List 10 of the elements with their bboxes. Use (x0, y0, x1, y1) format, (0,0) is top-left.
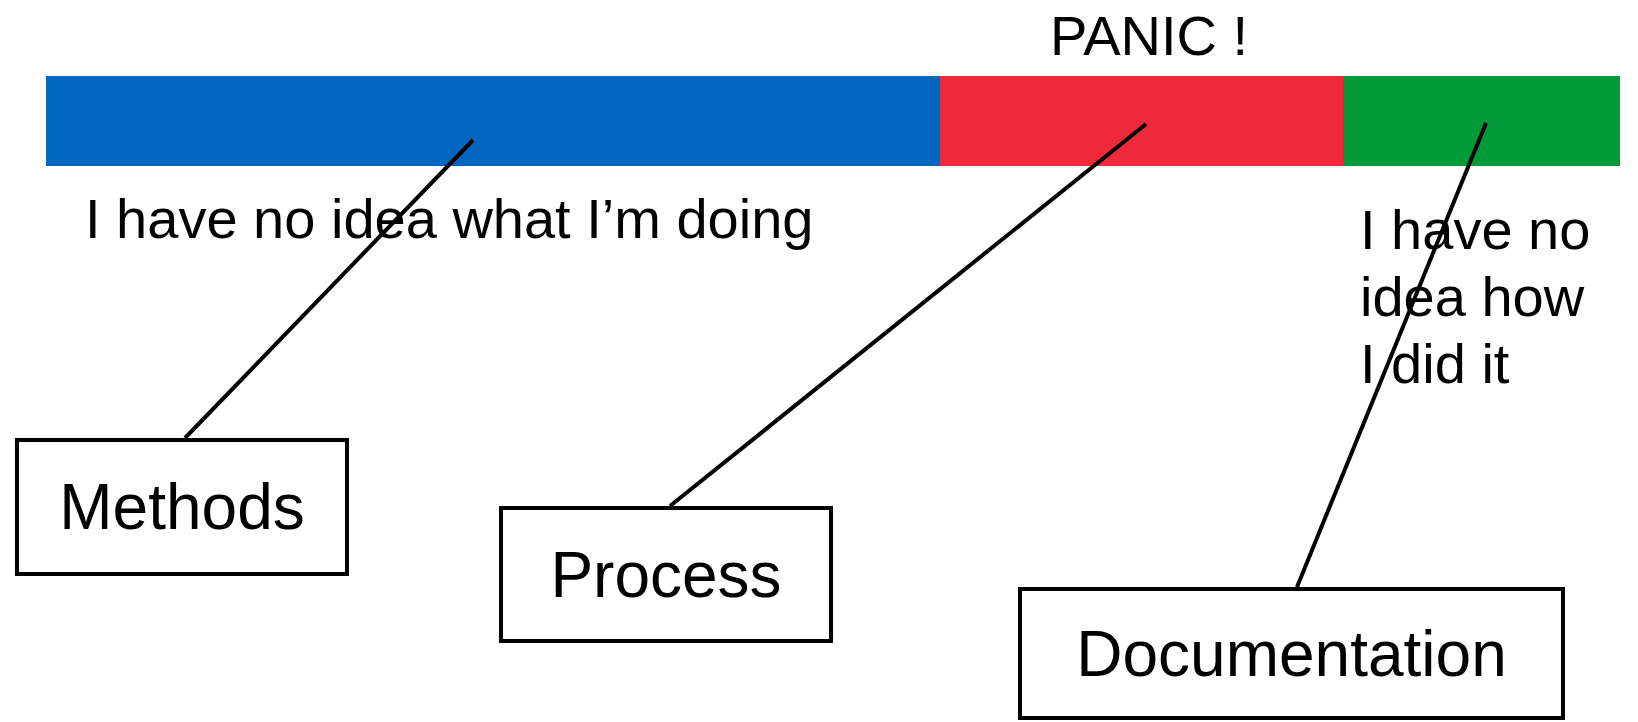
leader-line (668, 122, 1148, 508)
label-box: Process (499, 506, 833, 643)
bar-segment (940, 76, 1343, 166)
segment-caption: PANIC ! (1050, 3, 1250, 69)
label-box: Documentation (1018, 587, 1565, 720)
bar-segment (46, 76, 940, 166)
bar-segment (1343, 76, 1620, 166)
leader-line (183, 138, 475, 440)
leader-line (1295, 122, 1488, 588)
label-box: Methods (15, 438, 349, 576)
